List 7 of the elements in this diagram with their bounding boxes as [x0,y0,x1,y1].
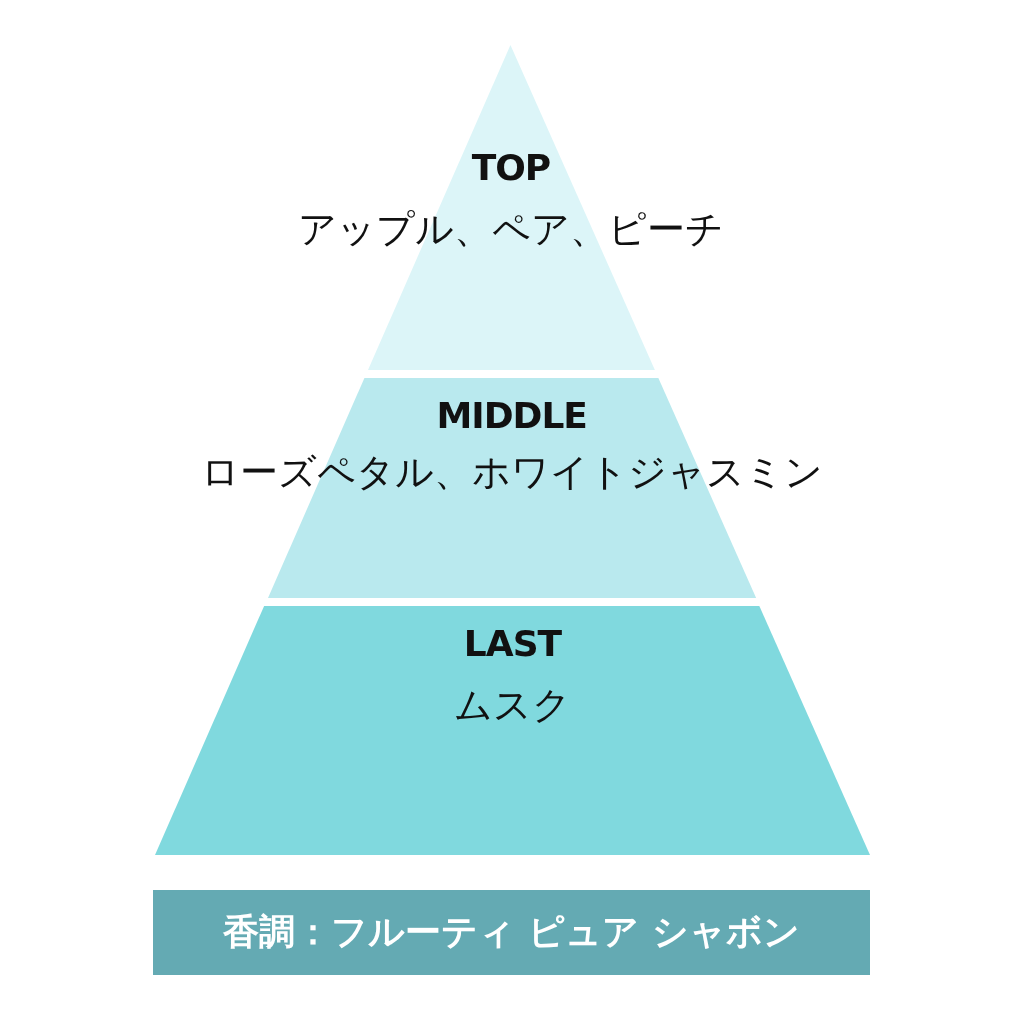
layer-heading: LAST [463,626,562,662]
layer-heading: TOP [471,150,551,186]
banner-text: 香調：フルーティ ピュア シャボン [223,914,800,950]
note-list: ローズペタル、ホワイトジャスミン [200,453,823,491]
note-list: ムスク [454,686,571,724]
layer-heading: MIDDLE [436,398,587,434]
note-list: アップル、ペア、ピーチ [298,210,724,248]
